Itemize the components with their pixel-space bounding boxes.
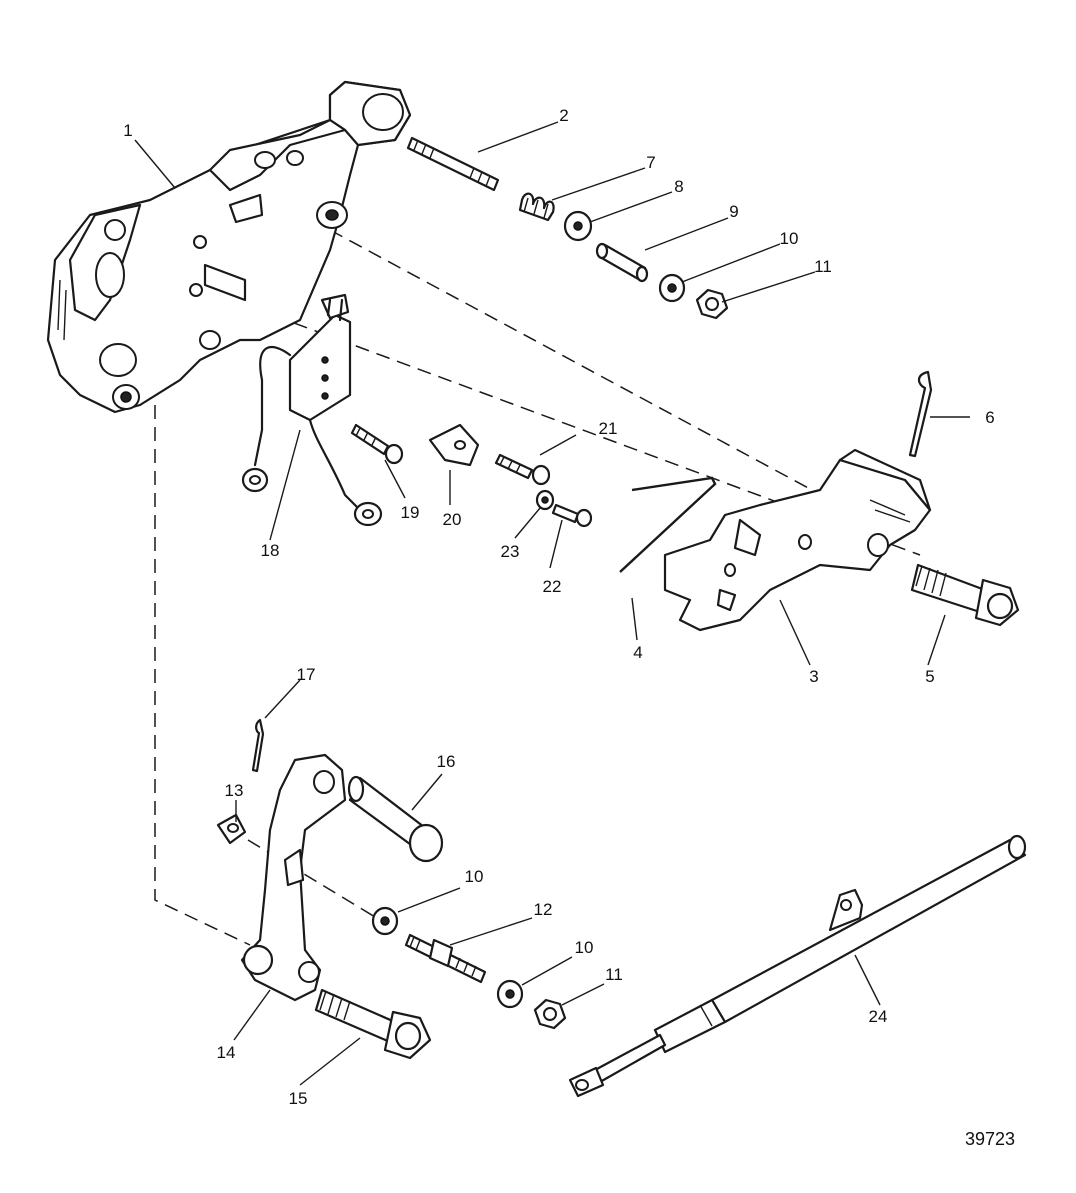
part-16-clevis-pin [347, 775, 444, 863]
part-17-cotter-pin [251, 718, 265, 773]
callout-9: 9 [729, 202, 738, 221]
leader-lines [134, 121, 970, 1086]
part-7-spring [518, 192, 555, 222]
callout-labels: 1 2 3 4 5 6 7 8 9 10 11 10 10 11 12 13 1… [123, 106, 994, 1108]
part-8-washer [563, 210, 593, 242]
part-1-mounting-bracket [46, 80, 412, 414]
callout-1: 1 [123, 121, 132, 140]
part-20-clip [428, 423, 480, 467]
callout-8: 8 [674, 177, 683, 196]
callout-6: 6 [985, 408, 994, 427]
part-24-shift-cable [568, 834, 1027, 1098]
part-3-shift-lever [663, 448, 932, 632]
callout-21: 21 [599, 419, 618, 438]
part-5-shoulder-bolt [910, 563, 1020, 627]
callout-11-upper: 11 [814, 257, 832, 276]
part-23-lockwasher [535, 489, 555, 511]
callout-5: 5 [925, 667, 934, 686]
callout-2: 2 [559, 106, 568, 125]
part-22-screw [551, 503, 593, 528]
part-18-switch-harness [241, 293, 383, 527]
callout-23: 23 [501, 542, 520, 561]
callout-3: 3 [809, 667, 818, 686]
callout-10-lower: 10 [575, 938, 594, 957]
part-15-shoulder-bolt [314, 988, 432, 1060]
part-9-sleeve [595, 242, 649, 283]
callout-20: 20 [443, 510, 462, 529]
part-10-washer-lower [496, 979, 524, 1009]
callout-18: 18 [261, 541, 280, 560]
callout-4: 4 [633, 643, 642, 662]
callout-10-middle: 10 [465, 867, 484, 886]
part-11-nut-lower [533, 998, 567, 1030]
part-2-stud [406, 136, 500, 192]
part-10-washer-upper [658, 273, 686, 303]
callout-14: 14 [217, 1043, 236, 1062]
callout-11-lower: 11 [605, 965, 623, 984]
callout-10-upper: 10 [780, 229, 799, 248]
callout-19: 19 [401, 503, 420, 522]
part-11-nut-upper [695, 288, 729, 320]
callout-7: 7 [646, 153, 655, 172]
callout-16: 16 [437, 752, 456, 771]
callout-24: 24 [869, 1007, 888, 1026]
figure-number: 39723 [965, 1129, 1015, 1149]
part-10-washer-middle [371, 906, 399, 936]
part-6-cotter-pin [908, 370, 933, 458]
part-19-screw [350, 423, 404, 465]
callout-17: 17 [297, 665, 316, 684]
callout-12: 12 [534, 900, 553, 919]
callout-15: 15 [289, 1089, 308, 1108]
callout-13: 13 [225, 781, 244, 800]
part-21-screw [494, 453, 551, 486]
part-12-threaded-stud [404, 933, 487, 984]
callout-22: 22 [543, 577, 562, 596]
part-4-link-rod [619, 476, 717, 573]
part-14-lever-arm [240, 753, 347, 1002]
part-13-bushing [216, 813, 247, 845]
